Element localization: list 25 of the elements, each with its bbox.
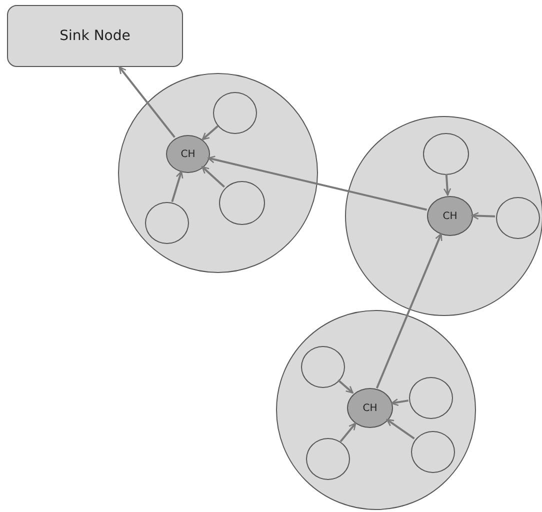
arrow [443, 174, 452, 196]
sink-node-box: Sink Node [7, 5, 183, 67]
arrow [171, 170, 184, 202]
arrow [118, 66, 176, 138]
sensor-node-circle [496, 197, 540, 239]
sensor-node-circle [213, 92, 257, 134]
arrow [208, 156, 428, 211]
sensor-node-circle [301, 346, 345, 388]
arrow [338, 379, 354, 394]
arrow [202, 166, 225, 188]
sensor-node-circle [409, 377, 453, 419]
arrow [471, 212, 496, 220]
sensor-node-circle [145, 202, 189, 244]
cluster-head-node: CH [347, 388, 393, 428]
sensor-node-circle [411, 431, 455, 473]
arrow [202, 125, 218, 140]
cluster-head-node: CH [427, 196, 473, 236]
arrow [376, 233, 442, 389]
arrow [340, 422, 356, 442]
sensor-node-circle [423, 133, 469, 175]
arrow [386, 418, 415, 440]
arrow [390, 398, 408, 406]
sensor-node-circle [306, 438, 350, 480]
sensor-node-circle [219, 181, 265, 225]
cluster-head-node: CH [166, 135, 210, 173]
